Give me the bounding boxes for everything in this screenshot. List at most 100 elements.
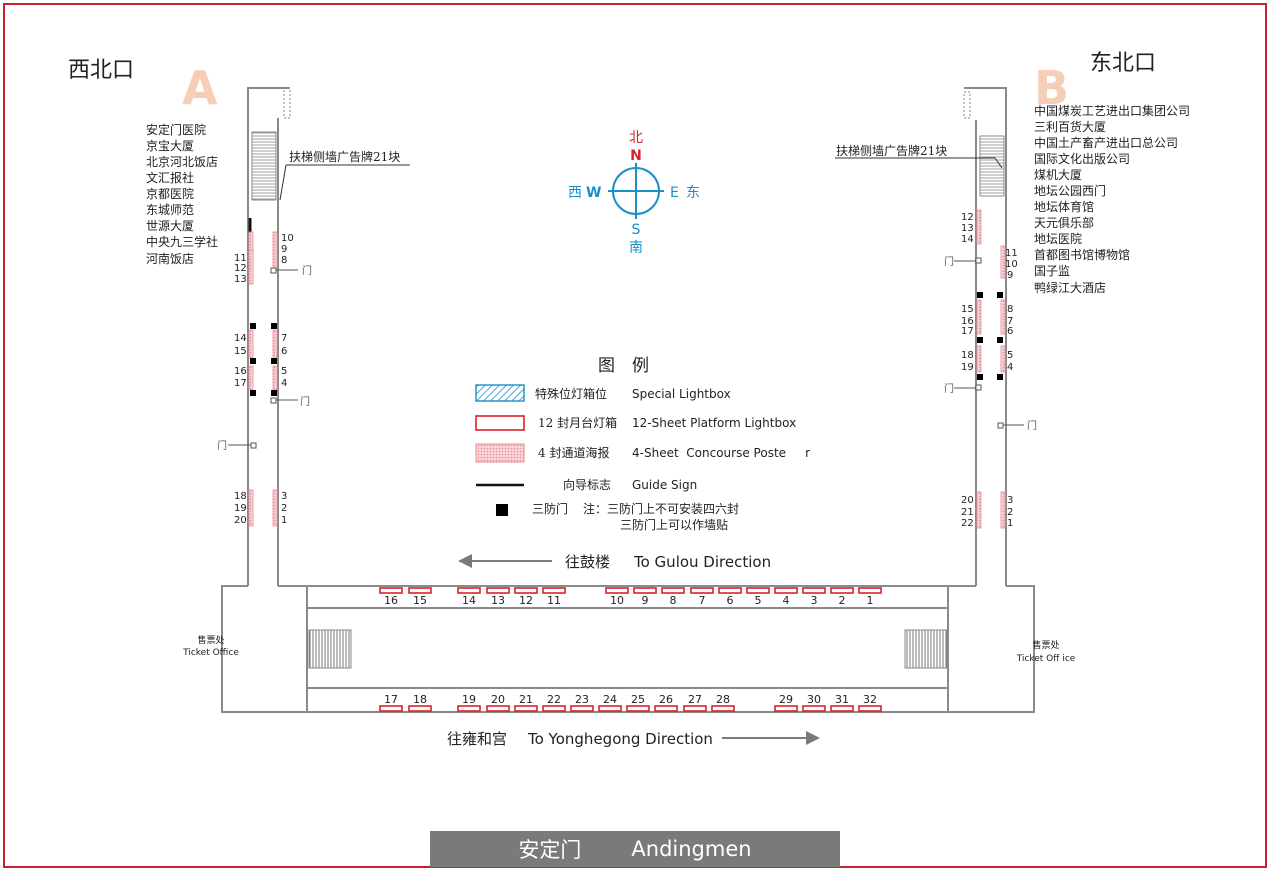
east-platform-stairs (904, 629, 948, 669)
poster-number: 4 (1007, 362, 1013, 373)
poster-number: 14 (234, 333, 247, 344)
lightbox-12-sheet (457, 705, 481, 712)
compass: 北 N S 南 西 W E 东 (568, 130, 700, 256)
exit-a-destination: 河南饭店 (146, 251, 194, 266)
poster-number: 1 (1007, 518, 1013, 529)
lightbox-number: 25 (631, 693, 645, 706)
legend-firedoor-swatch (496, 504, 508, 516)
lightbox-number: 18 (413, 693, 427, 706)
lightbox-12-sheet (379, 705, 403, 712)
exit-b-destination: 中国煤炭工艺进出口集团公司 (1034, 103, 1190, 118)
poster-number: 1 (281, 515, 287, 526)
east-fire-doors (977, 292, 1003, 380)
exit-a-destination: 东城师范 (146, 203, 194, 217)
poster-4-sheet (976, 299, 982, 335)
lightbox-number: 31 (835, 693, 849, 706)
compass-east-zh: 东 (686, 185, 700, 201)
compass-south-zh: 南 (629, 240, 643, 256)
poster-number: 22 (961, 518, 974, 529)
exit-b-destination: 三利百货大厦 (1034, 119, 1106, 134)
lightbox-12-sheet (605, 587, 629, 594)
door-label: 门 (300, 395, 310, 408)
legend-special-zh: 特殊位灯箱位 (535, 386, 607, 401)
lightbox-12-sheet (598, 705, 622, 712)
poster-number: 11 (234, 253, 247, 264)
lightbox-number: 6 (727, 594, 734, 607)
yonghegong-direction: 往雍和宫 To Yonghegong Direction (447, 730, 820, 748)
lightbox-12-sheet (486, 587, 510, 594)
lightbox-12-sheet (626, 705, 650, 712)
lightbox-number: 29 (779, 693, 793, 706)
poster-number: 11 (1005, 248, 1018, 259)
lightbox-12-sheet (802, 705, 826, 712)
ticket-office-west-zh: 售票处 (197, 634, 224, 646)
legend-12-sheet-en: 12-Sheet Platform Lightbox (632, 416, 796, 430)
lightbox-12-sheet (830, 705, 854, 712)
east-escalator-callout: 扶梯侧墙广告牌21块 (835, 143, 1003, 169)
west-corridor-numbers: 11 12 13 14 15 16 17 18 19 20 10 9 8 7 6… (234, 233, 294, 526)
east-doors (954, 257, 1024, 429)
poster-number: 10 (281, 233, 294, 244)
station-name-en: Andingmen (631, 837, 752, 861)
lightbox-12-sheet (514, 705, 538, 712)
legend-4-sheet-swatch (475, 443, 525, 463)
exit-b-letter: B (1034, 61, 1069, 115)
poster-number: 7 (281, 333, 287, 344)
exit-b-destination: 国际文化出版公司 (1034, 151, 1130, 166)
ticket-office-west: 售票处 Ticket Office (182, 634, 239, 658)
poster-4-sheet (248, 365, 254, 391)
poster-number: 3 (281, 491, 287, 502)
poster-number: 18 (961, 350, 974, 361)
platform-bottom-lightboxes: 17 18 19 20 21 22 23 24 25 26 27 28 29 3… (379, 693, 882, 712)
lightbox-number: 28 (716, 693, 730, 706)
poster-number: 13 (961, 223, 974, 234)
lightbox-number: 4 (783, 594, 790, 607)
lightbox-number: 11 (547, 594, 561, 607)
poster-number: 17 (961, 326, 974, 337)
lightbox-number: 32 (863, 693, 877, 706)
lightbox-12-sheet (830, 587, 854, 594)
lightbox-12-sheet (711, 705, 735, 712)
lightbox-12-sheet (858, 705, 882, 712)
legend-firedoor-note2: 三防门上可以作墙贴 (620, 517, 728, 532)
exit-a-name: 西北口 (68, 58, 134, 83)
ticket-office-west-en: Ticket Office (182, 648, 239, 658)
exit-a-destination: 京都医院 (146, 187, 194, 201)
poster-number: 19 (961, 362, 974, 373)
ticket-office-east: 售票处 Ticket Off ice (1016, 639, 1076, 664)
poster-4-sheet (248, 329, 254, 359)
exit-a-destination: 北京河北饭店 (146, 155, 218, 169)
poster-number: 21 (961, 507, 974, 518)
west-escalator-label: 扶梯侧墙广告牌21块 (289, 149, 400, 164)
exit-a-letter: A (182, 61, 218, 115)
platform-top-lightboxes: 16 15 14 13 12 11 10 9 8 7 6 5 4 3 2 1 (379, 587, 882, 607)
poster-number: 4 (281, 378, 287, 389)
exit-b-destination: 首都图书馆博物馆 (1034, 247, 1130, 262)
exit-b-destination: 天元俱乐部 (1034, 215, 1094, 230)
lightbox-number: 3 (811, 594, 818, 607)
page-frame (3, 3, 1267, 868)
lightbox-12-sheet (542, 587, 566, 594)
compass-north-zh: 北 (629, 130, 643, 146)
lightbox-number: 5 (755, 594, 762, 607)
legend-4-sheet-en: 4-Sheet Concourse Poste r (632, 446, 810, 460)
poster-number: 13 (234, 274, 247, 285)
poster-4-sheet (1000, 299, 1006, 335)
poster-4-sheet (272, 489, 278, 527)
west-platform-stairs (308, 629, 352, 669)
exit-b-destination: 地坛医院 (1034, 232, 1082, 246)
gulou-en: To Gulou Direction (633, 553, 771, 571)
legend-title: 图 例 (598, 356, 649, 376)
lightbox-12-sheet (408, 587, 432, 594)
poster-number: 20 (234, 515, 247, 526)
poster-4-sheet (272, 365, 278, 391)
compass-south-en: S (632, 222, 641, 238)
poster-number: 5 (1007, 350, 1013, 361)
lightbox-number: 27 (688, 693, 702, 706)
arrow-right-icon (806, 731, 820, 745)
exit-a-destination: 京宝大厦 (146, 139, 194, 153)
lightbox-12-sheet (661, 587, 685, 594)
legend-firedoor-zh: 三防门 (532, 501, 568, 516)
door-label: 门 (1027, 419, 1037, 432)
lightbox-number: 15 (413, 594, 427, 607)
